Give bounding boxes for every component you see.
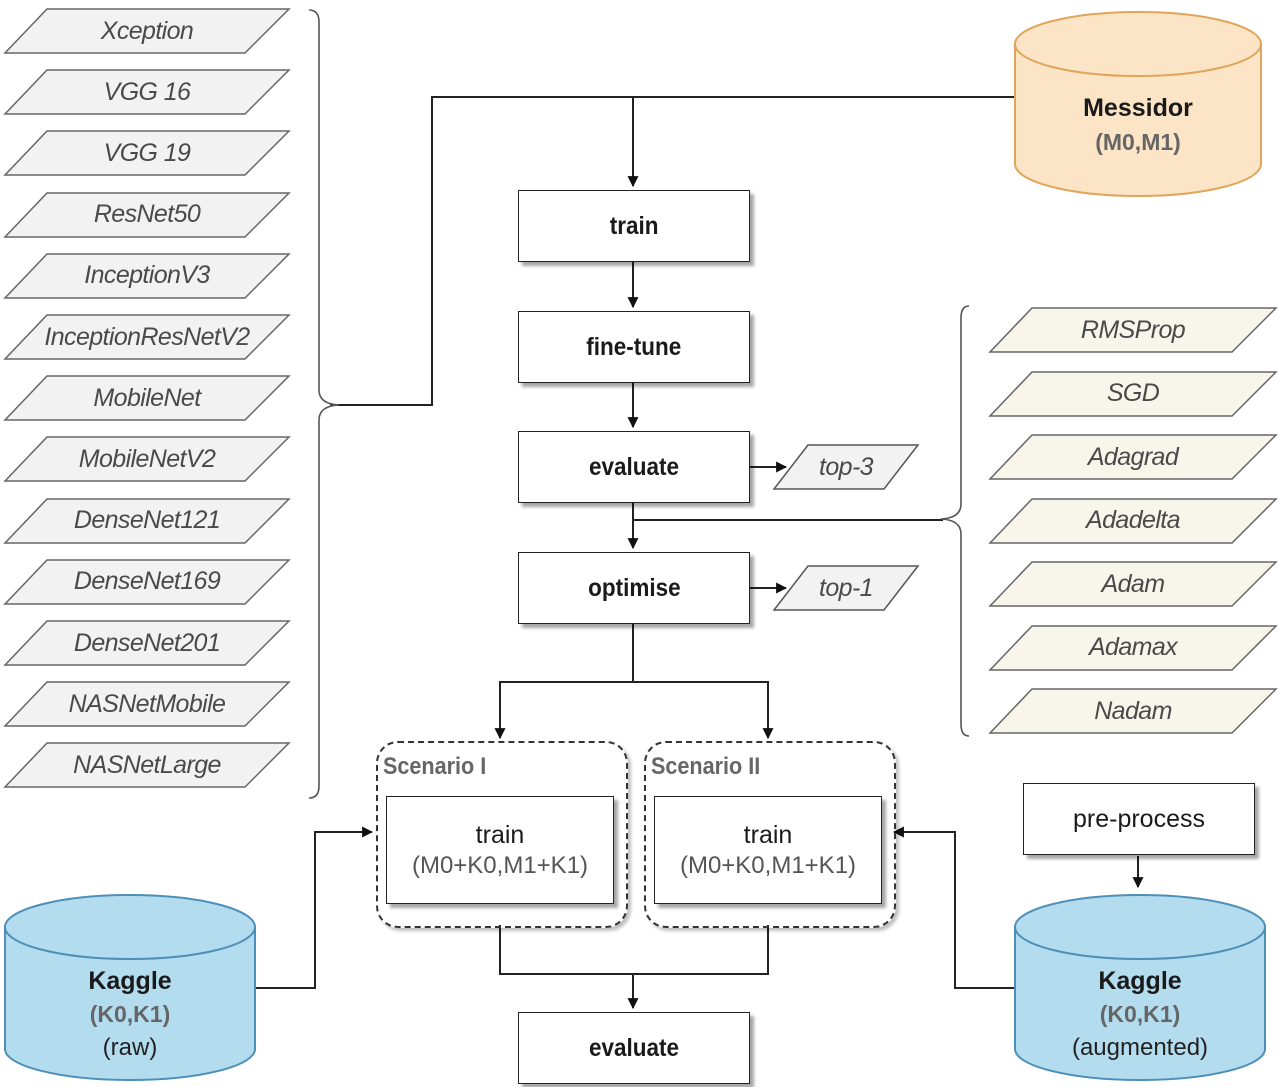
optimizer-item: RMSProp: [988, 307, 1278, 353]
scenario1-data-label: (M0+K0,M1+K1): [411, 851, 589, 879]
kaggle-aug-classes: (K0,K1): [1099, 1001, 1181, 1027]
evaluate-label: evaluate: [588, 452, 680, 481]
model-item: DenseNet121: [3, 497, 291, 544]
model-label: NASNetMobile: [68, 689, 226, 718]
scenario1-label: Scenario I: [383, 753, 487, 780]
model-item: InceptionResNetV2: [3, 314, 291, 360]
scenario2-label: Scenario II: [651, 753, 761, 780]
scenario2-group: Scenario II train (M0+K0,M1+K1): [644, 741, 896, 928]
train-label: train: [609, 211, 659, 240]
model-label: DenseNet201: [73, 628, 221, 657]
final-evaluate-label: evaluate: [588, 1033, 680, 1062]
model-item: ResNet50: [3, 191, 291, 238]
optimizer-item: Adam: [988, 561, 1278, 607]
kaggle-aug-name: Kaggle: [1098, 967, 1182, 995]
scenario2-train-label: train: [743, 820, 793, 849]
kaggle-raw-classes: (K0,K1): [89, 1001, 171, 1027]
finetune-box: fine-tune: [518, 311, 750, 383]
model-label: VGG 16: [103, 77, 191, 106]
optimise-box: optimise: [518, 552, 750, 624]
model-item: NASNetLarge: [3, 742, 291, 789]
scenario2-data-label: (M0+K0,M1+K1): [679, 851, 857, 879]
model-item: InceptionV3: [3, 253, 291, 299]
models-brace: [308, 9, 340, 799]
optimise-label: optimise: [587, 573, 681, 602]
model-item: VGG 19: [3, 130, 291, 177]
database-icon: [1014, 11, 1262, 197]
model-label: InceptionResNetV2: [44, 322, 250, 351]
model-label: NASNetLarge: [73, 750, 221, 779]
kaggle-raw-name: Kaggle: [88, 967, 172, 995]
scenario1-group: Scenario I train (M0+K0,M1+K1): [376, 741, 628, 928]
model-label: MobileNet: [93, 383, 201, 412]
messidor-classes: (M0,M1): [1095, 129, 1181, 155]
model-item: NASNetMobile: [3, 681, 291, 727]
messidor-name: Messidor: [1083, 94, 1193, 122]
kaggle-raw-note: (raw): [102, 1034, 158, 1061]
model-label: MobileNetV2: [78, 444, 216, 473]
preprocess-box: pre-process: [1023, 783, 1255, 855]
model-item: VGG 16: [3, 69, 291, 115]
preprocess-label: pre-process: [1073, 804, 1205, 833]
top3-output: top-3: [772, 444, 920, 490]
optimizer-item: Adagrad: [988, 434, 1278, 480]
scenarios-to-evaluate-line: [499, 925, 769, 975]
optimizer-label: Adagrad: [1087, 442, 1179, 471]
model-item: Xception: [3, 8, 291, 54]
optimise-to-scenarios-line: [499, 623, 634, 738]
kaggle-raw-to-scenario1-arrow: [256, 826, 374, 989]
finetune-label: fine-tune: [586, 332, 682, 361]
model-label: Xception: [100, 16, 194, 45]
top1-output: top-1: [772, 565, 920, 611]
kaggle-raw-database: Kaggle (K0,K1) (raw): [3, 893, 257, 1083]
model-item: MobileNetV2: [3, 436, 291, 483]
optimizer-item: Adamax: [988, 624, 1278, 671]
evaluate-box: evaluate: [518, 431, 750, 503]
scenario2-train-box: train (M0+K0,M1+K1): [654, 796, 882, 904]
model-item: DenseNet169: [3, 559, 291, 605]
model-label: DenseNet169: [73, 567, 221, 596]
optimizer-label: Nadam: [1094, 696, 1172, 725]
model-item: MobileNet: [3, 375, 291, 421]
kaggle-aug-to-scenario2-arrow: [892, 826, 1015, 989]
model-label: VGG 19: [103, 138, 191, 167]
scenario1-train-box: train (M0+K0,M1+K1): [386, 796, 614, 904]
optimizer-item: Adadelta: [988, 497, 1278, 544]
scenario1-train-label: train: [475, 820, 525, 849]
database-icon: [1014, 894, 1266, 1081]
optimizer-item: Nadam: [988, 688, 1278, 734]
optimizer-label: Adadelta: [1086, 506, 1181, 534]
database-icon: [4, 894, 256, 1081]
messidor-to-train-line: [330, 96, 1015, 406]
optimizer-label: Adamax: [1088, 633, 1178, 661]
top1-label: top-1: [819, 573, 874, 602]
kaggle-aug-note: (augmented): [1071, 1034, 1209, 1061]
optimizer-label: SGD: [1106, 379, 1160, 407]
top3-label: top-3: [819, 452, 874, 481]
model-label: InceptionV3: [84, 261, 210, 290]
model-item: DenseNet201: [3, 620, 291, 666]
final-evaluate-box: evaluate: [518, 1012, 750, 1084]
model-label: ResNet50: [93, 200, 201, 229]
optimizers-brace: [940, 305, 970, 737]
model-label: DenseNet121: [73, 506, 221, 535]
optimizer-label: RMSProp: [1080, 315, 1186, 344]
kaggle-augmented-database: Kaggle (K0,K1) (augmented): [1013, 893, 1267, 1083]
train-box: train: [518, 190, 750, 262]
optimise-to-scenario2-arrow: [500, 681, 774, 740]
optimizer-label: Adam: [1101, 569, 1166, 598]
optimizer-item: SGD: [988, 370, 1278, 417]
messidor-database: Messidor (M0,M1): [1013, 10, 1263, 200]
